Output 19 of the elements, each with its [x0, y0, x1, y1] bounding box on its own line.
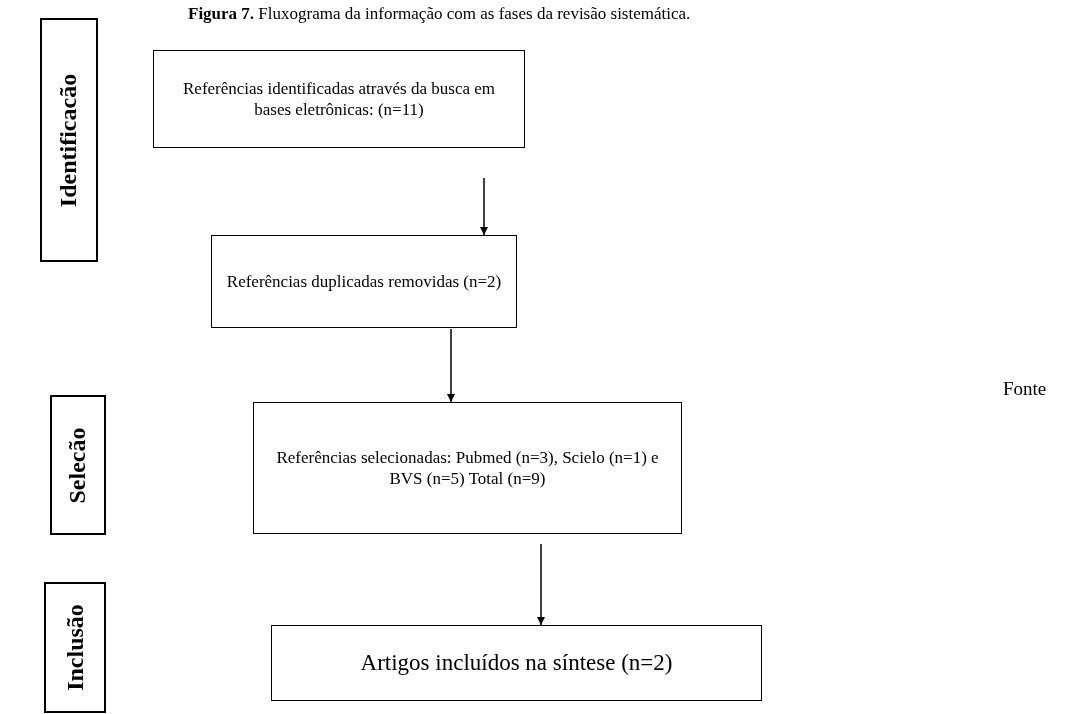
phase-label: Selecão [64, 427, 92, 503]
box-text: Referências selecionadas: Pubmed (n=3), Scielo (n=1) e BVS (n=5) Total (n=9) [275, 446, 660, 490]
phase-label: Inclusão [61, 604, 89, 691]
arrow [480, 177, 488, 236]
source-note: Fonte [1003, 378, 1047, 400]
phase-label-box [44, 582, 106, 713]
process-box [211, 235, 517, 328]
process-box [153, 50, 525, 148]
phase-label-box [40, 18, 98, 262]
process-box [253, 402, 682, 534]
phase-label: Identificacão [55, 73, 83, 207]
box-text: Referências identificadas através da busca em bases eletrônicas: (n=11) [182, 77, 496, 121]
box-text: Artigos incluídos na síntese (n=2) [359, 648, 674, 677]
arrow [447, 328, 455, 403]
phase-label-box [50, 395, 106, 535]
process-box [271, 625, 762, 701]
box-text: Referências duplicadas removidas (n=2) [225, 270, 503, 293]
arrow [537, 543, 545, 626]
figure-title: Figura 7. Fluxograma da informação com as fases da revisão sistemática. [188, 4, 691, 24]
